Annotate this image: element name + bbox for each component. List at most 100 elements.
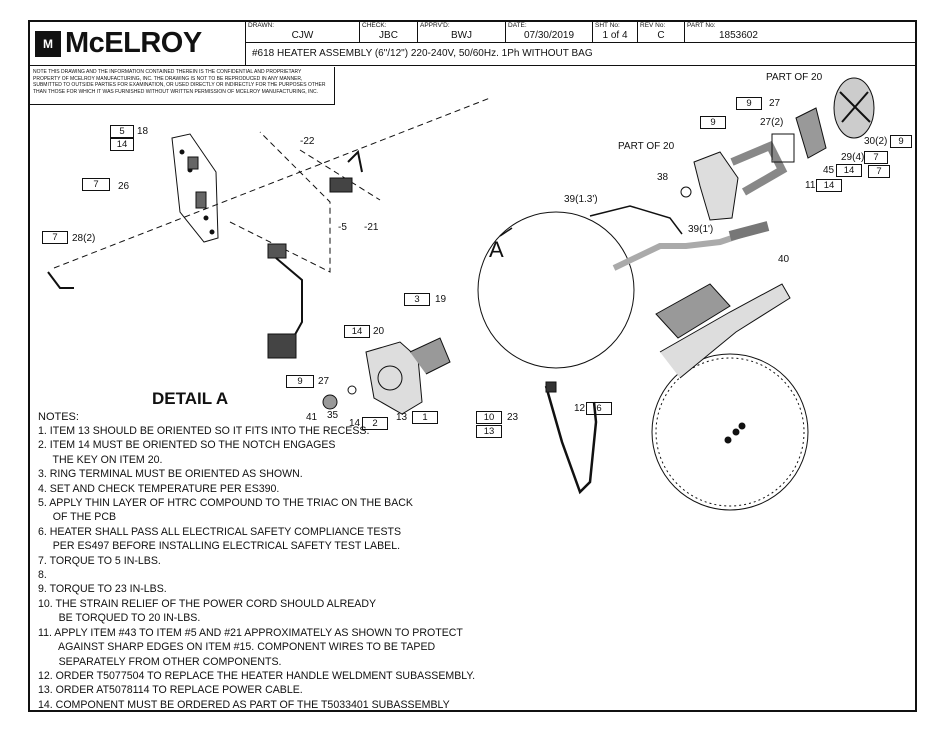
detail-circle: [477, 211, 635, 369]
drawn-cell: DRAWN: CJW: [246, 22, 360, 43]
callout-21: -21: [364, 222, 379, 233]
callout-27-top: 27: [769, 98, 781, 109]
washer: [347, 385, 357, 395]
rev-cell: REV No: C: [638, 22, 685, 43]
callout-part-of-20-mid: PART OF 20: [618, 141, 675, 152]
callout-22: -22: [300, 136, 315, 147]
date-value: 07/30/2019: [523, 30, 575, 41]
note-flag-1: 1: [412, 411, 438, 424]
explosion-line: [299, 149, 381, 201]
note-flag-7b: 7: [42, 231, 68, 244]
sheet-value: 1 of 4: [602, 30, 628, 41]
terminal-block: [187, 156, 199, 170]
approved-value: BWJ: [450, 30, 473, 41]
heater-housing: [659, 283, 791, 379]
callout-45: 45: [823, 165, 835, 176]
callout-28: 28(2): [72, 233, 96, 244]
note-flag-14: 14: [110, 138, 134, 151]
detail-a-letter: A: [489, 237, 504, 262]
handle-tube: [612, 229, 751, 271]
note-line: PER ES497 BEFORE INSTALLING ELECTRICAL S…: [38, 540, 401, 553]
company-logo: M McELROY: [30, 22, 246, 65]
drawing-description: #618 HEATER ASSEMBLY (6"/12") 220-240V, …: [252, 48, 593, 59]
note-flag-2: 2: [362, 417, 388, 430]
part-value: 1853602: [719, 30, 758, 41]
terminal-block-2: [195, 191, 207, 209]
check-cell: CHECK: JBC: [360, 22, 418, 43]
foam-grip: [728, 221, 770, 241]
exploded-assembly-drawing: [47, 77, 875, 511]
note-line: 13. ORDER AT5078114 TO REPLACE POWER CAB…: [38, 684, 303, 697]
wire-terminal: [47, 271, 74, 289]
note-line: SEPARATELY FROM OTHER COMPONENTS.: [38, 655, 282, 668]
callout-41: 41: [306, 412, 318, 423]
callout-11: 11: [805, 180, 816, 191]
approved-cell: APPRV'D: BWJ: [418, 22, 506, 43]
note-flag-9d: 9: [890, 135, 912, 148]
mounting-plate: [171, 133, 219, 243]
callout-38: 38: [657, 172, 669, 183]
part-label: PART No:: [687, 22, 716, 29]
confidentiality-notice: NOTE THIS DRAWING AND THE INFORMATION CO…: [30, 67, 335, 105]
fin-block: [655, 283, 731, 339]
handle-sleeve: [409, 337, 451, 375]
drawing-sheet: M McELROY DRAWN: CJW CHECK: JBC APPRV'D:…: [28, 20, 917, 712]
power-cord: [544, 385, 598, 495]
check-value: JBC: [379, 30, 398, 41]
callout-5: -5: [338, 222, 347, 233]
note-line: THE KEY ON ITEM 20.: [38, 453, 163, 466]
callout-35: 35: [327, 410, 339, 421]
handle-weldment: [693, 151, 739, 221]
note-flag-6: 6: [586, 402, 612, 415]
date-cell: DATE: 07/30/2019: [506, 22, 593, 43]
drawn-value: CJW: [291, 30, 314, 41]
callout-20: 20: [373, 326, 385, 337]
callout-30: 30(2): [864, 136, 888, 147]
sheet-label: SHT No:: [595, 22, 620, 29]
note-line: 10. THE STRAIN RELIEF OF THE POWER CORD …: [38, 597, 377, 610]
notice-line: PROPERTY OF McElroy Manufacturing, Inc. …: [33, 75, 303, 82]
note-flag-3: 3: [404, 293, 430, 306]
callout-39-short: 39(1'): [688, 224, 714, 235]
callout-27-2: 27(2): [760, 117, 784, 128]
note-line: 3. RING TERMINAL MUST BE ORIENTED AS SHO…: [38, 468, 303, 481]
note-flag-7d: 7: [864, 151, 888, 164]
knob: [322, 394, 338, 410]
wire-39a: [589, 205, 683, 235]
note-line: 9. TORQUE TO 23 IN-LBS.: [38, 583, 167, 596]
callout-13: 13: [396, 412, 408, 423]
part-cell: PART No: 1853602: [685, 22, 915, 43]
thermostat-body: [267, 243, 287, 259]
note-flag-9b: 9: [736, 97, 762, 110]
drawn-label: DRAWN:: [248, 22, 275, 29]
notice-line: SUBMITTED TO OUTSIDE PARTIES FOR EXAMINA…: [33, 82, 326, 88]
callout-39-long: 39(1.3'): [564, 194, 598, 205]
probe-housing: [267, 333, 297, 359]
note-line: 5. APPLY THIN LAYER OF HTRC COMPOUND TO …: [38, 497, 413, 510]
notice-line: NOTE THIS DRAWING AND THE INFORMATION CO…: [33, 69, 302, 75]
note-line: 7. TORQUE TO 5 IN-LBS.: [38, 554, 161, 567]
callout-40: 40: [778, 254, 790, 265]
plug: [545, 381, 557, 393]
rev-value: C: [657, 30, 665, 41]
date-label: DATE:: [508, 22, 527, 29]
note-line: AGAINST SHARP EDGES ON ITEM #15. COMPONE…: [38, 641, 436, 654]
logo-mark-icon: M: [35, 30, 61, 57]
pcb-board: [795, 107, 827, 159]
note-flag-14c: 14: [836, 164, 862, 177]
notes-title: NOTES:: [38, 411, 79, 423]
note-line: 2. ITEM 14 MUST BE ORIENTED SO THE NOTCH…: [38, 439, 336, 452]
detail-title: DETAIL A: [152, 389, 229, 408]
callout-19: 19: [435, 294, 447, 305]
notes-list: 1. ITEM 13 SHOULD BE ORIENTED SO IT FITS…: [38, 424, 498, 712]
note-line: 1. ITEM 13 SHOULD BE ORIENTED SO IT FITS…: [38, 425, 370, 437]
note-flag-9c: 9: [700, 116, 726, 129]
note-flag-14b: 14: [344, 325, 370, 338]
note-line: 6. HEATER SHALL PASS ALL ELECTRICAL SAFE…: [38, 525, 402, 538]
note-line: 12. ORDER T5077504 TO REPLACE THE HEATER…: [38, 669, 476, 682]
note-line: OF THE PCB: [38, 511, 117, 524]
explosion-line: [53, 97, 491, 269]
grip-upper: [730, 140, 788, 196]
note-flag-7c: 7: [868, 165, 890, 178]
callout-23: 23: [507, 412, 519, 423]
